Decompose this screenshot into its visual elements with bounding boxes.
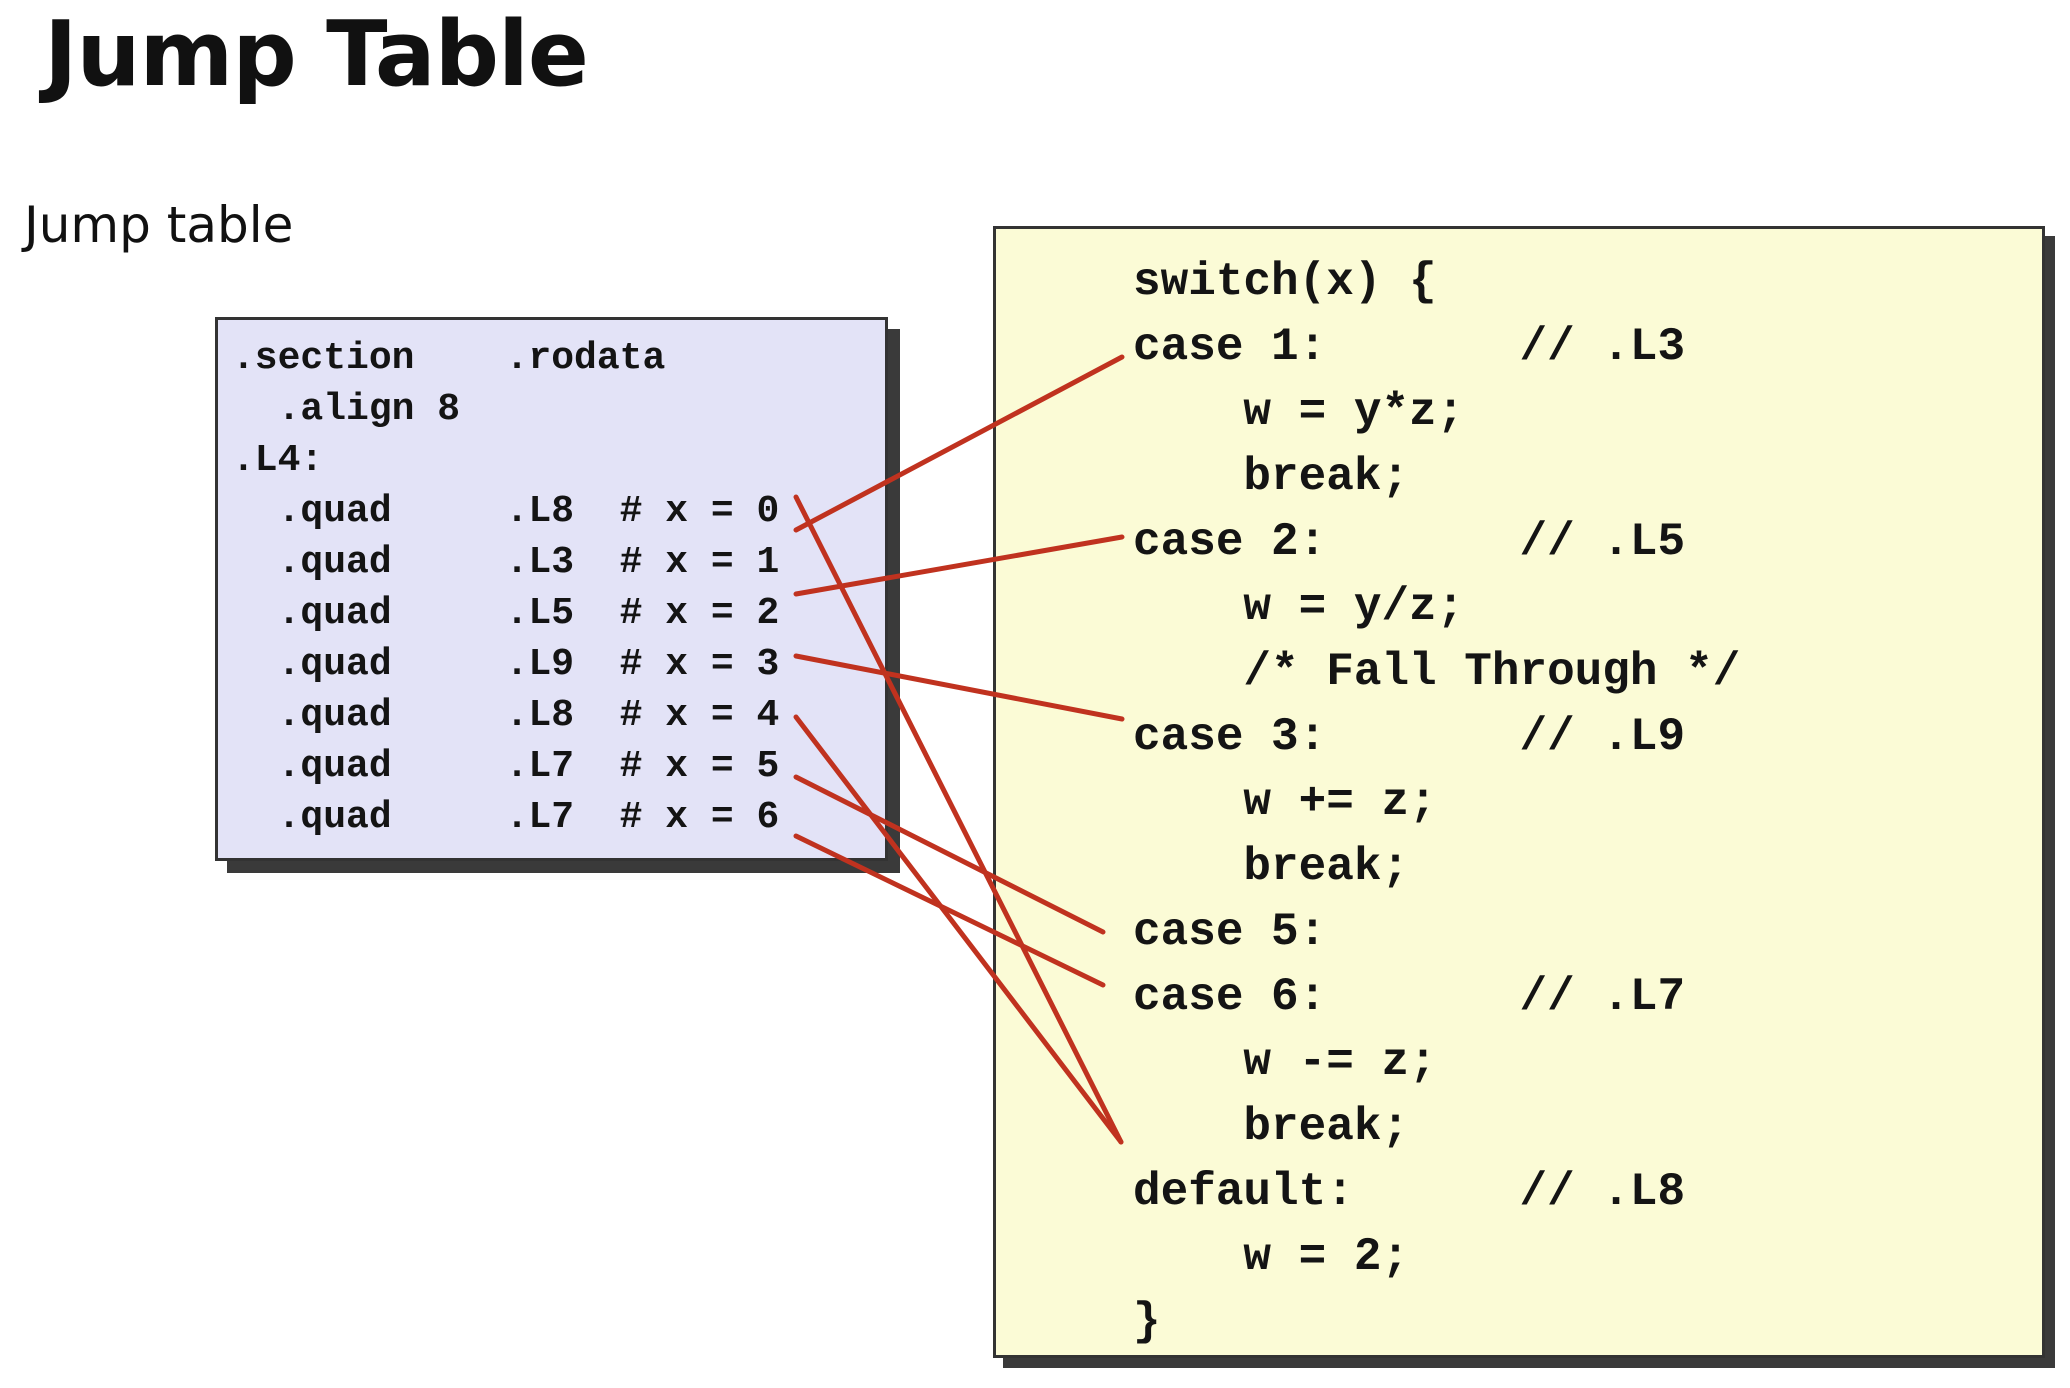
jt-entry-6: .quad .L7 # x = 6 (232, 796, 780, 839)
sw-line-sub: w -= z; (1133, 1036, 1437, 1088)
jt-entry-0: .quad .L8 # x = 0 (232, 490, 780, 533)
slide-title: Jump Table (44, 2, 589, 107)
jump-table-label: Jump table (24, 196, 294, 254)
sw-line-break-6: break; (1133, 1101, 1410, 1153)
sw-line-case-2: case 2: // .L5 (1133, 516, 1686, 568)
sw-line-default: default: // .L8 (1133, 1166, 1686, 1218)
jt-line-label: .L4: (232, 439, 324, 482)
sw-line-break-1: break; (1133, 451, 1410, 503)
jt-line-align: .align 8 (232, 388, 461, 431)
jt-entry-2: .quad .L5 # x = 2 (232, 592, 780, 635)
switch-code: switch(x) { case 1: // .L3 w = y*z; break… (1133, 250, 1740, 1355)
sw-line-case-1: case 1: // .L3 (1133, 321, 1686, 373)
jt-line-section: .section .rodata (232, 337, 666, 380)
jump-table-code: .section .rodata .align 8 .L4: .quad .L8 … (232, 333, 779, 843)
jt-entry-5: .quad .L7 # x = 5 (232, 745, 780, 788)
switch-code-box: switch(x) { case 1: // .L3 w = y*z; break… (993, 226, 2045, 1358)
sw-line-close: } (1133, 1296, 1161, 1348)
sw-line-switch: switch(x) { (1133, 256, 1437, 308)
jump-table-box: .section .rodata .align 8 .L4: .quad .L8 … (215, 317, 888, 861)
jt-entry-3: .quad .L9 # x = 3 (232, 643, 780, 686)
sw-line-fallthrough: /* Fall Through */ (1133, 646, 1741, 698)
sw-line-mul: w = y*z; (1133, 386, 1465, 438)
sw-line-assign: w = 2; (1133, 1231, 1410, 1283)
sw-line-add: w += z; (1133, 776, 1437, 828)
sw-line-case-5: case 5: (1133, 906, 1327, 958)
sw-line-div: w = y/z; (1133, 581, 1465, 633)
sw-line-case-6: case 6: // .L7 (1133, 971, 1686, 1023)
sw-line-case-3: case 3: // .L9 (1133, 711, 1686, 763)
jt-entry-4: .quad .L8 # x = 4 (232, 694, 780, 737)
jt-entry-1: .quad .L3 # x = 1 (232, 541, 780, 584)
sw-line-break-3: break; (1133, 841, 1410, 893)
